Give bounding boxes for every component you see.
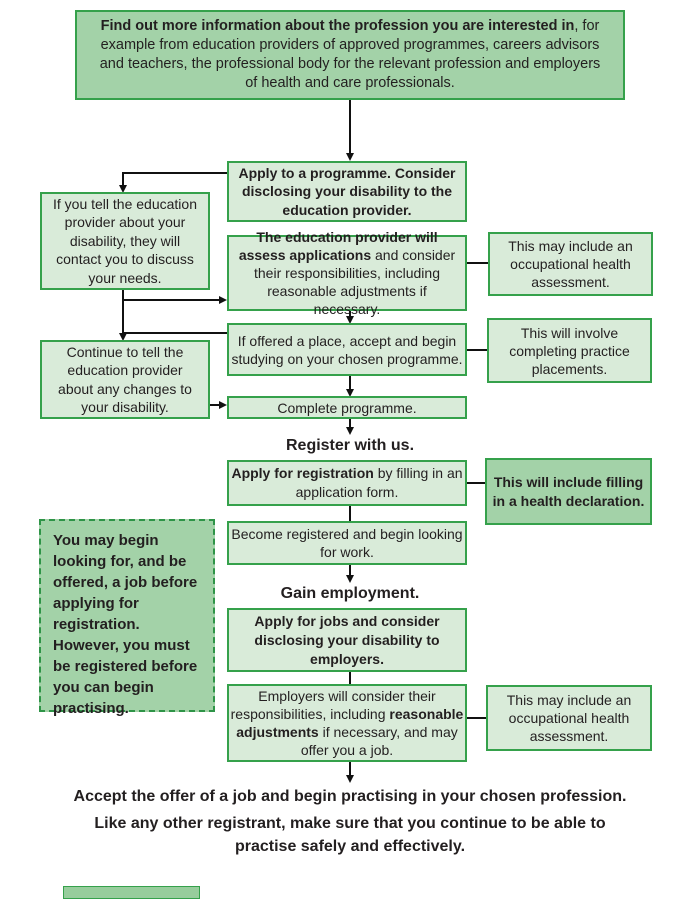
tell-provider-text: If you tell the education provider about…	[53, 195, 197, 286]
health-declaration-text: This will include filling in a health de…	[492, 473, 645, 509]
health-declaration-box: This will include filling in a health de…	[485, 458, 652, 525]
find-out-box: Find out more information about the prof…	[75, 10, 625, 100]
apply-registration-rest: by filling in an application form.	[295, 465, 463, 500]
connector-line	[122, 290, 124, 333]
connector-line	[467, 717, 486, 719]
continue-tell-text: Continue to tell the education provider …	[58, 343, 192, 416]
assess-rest: and consider their responsibilities, inc…	[254, 247, 456, 317]
occupational-assessment-box-2: This may include an occupational health …	[486, 685, 652, 751]
apply-jobs-text: Apply for jobs and consider disclosing y…	[254, 612, 440, 667]
connector-line	[349, 311, 351, 317]
occupational-assessment-text-1: This may include an occupational health …	[508, 238, 633, 290]
become-registered-text: Become registered and begin looking for …	[231, 526, 463, 560]
arrow-right-icon	[219, 296, 227, 304]
connector-line	[210, 404, 220, 406]
find-out-text: Find out more information about the prof…	[77, 17, 623, 93]
arrow-down-icon	[346, 575, 354, 583]
find-out-bold: Find out more information about the prof…	[100, 18, 575, 34]
register-with-us-label: Register with us.	[285, 437, 415, 454]
connector-line	[467, 482, 485, 484]
become-registered-box: Become registered and begin looking for …	[227, 521, 467, 565]
arrow-down-icon	[119, 185, 127, 193]
apply-registration-box: Apply for registration by filling in an …	[227, 460, 467, 506]
footer-accent-bar	[63, 886, 200, 899]
occupational-assessment-text-2: This may include an occupational health …	[506, 692, 632, 744]
assess-applications-text: The education provider will assess appli…	[229, 228, 465, 318]
occupational-assessment-box-1: This may include an occupational health …	[488, 232, 653, 296]
arrow-down-icon	[346, 427, 354, 435]
practice-placements-text: This will involve completing practice pl…	[509, 324, 630, 377]
connector-line	[467, 262, 488, 264]
apply-jobs-box: Apply for jobs and consider disclosing y…	[227, 608, 467, 672]
registration-note-box: You may begin looking for, and be offere…	[39, 519, 215, 717]
tell-provider-box: If you tell the education provider about…	[40, 192, 210, 290]
connector-line	[349, 419, 351, 428]
employers-post: if necessary, and may offer you a job.	[300, 724, 458, 758]
complete-programme-box: Complete programme.	[227, 396, 467, 419]
assess-bold: The education provider will assess appli…	[238, 229, 438, 263]
arrow-down-icon	[346, 775, 354, 783]
connector-line	[122, 299, 219, 301]
offered-place-text: If offered a place, accept and begin stu…	[231, 332, 463, 367]
connector-line	[349, 100, 351, 154]
connector-line	[349, 672, 351, 684]
employers-bold: reasonable adjustments	[236, 706, 464, 740]
apply-registration-text: Apply for registration by filling in an …	[229, 464, 465, 502]
gain-employment-label: Gain employment.	[280, 585, 420, 602]
apply-programme-box: Apply to a programme. Consider disclosin…	[227, 161, 467, 222]
continue-tell-box: Continue to tell the education provider …	[40, 340, 210, 419]
arrow-down-icon	[346, 316, 354, 324]
arrow-down-icon	[346, 389, 354, 397]
employers-pre: Employers will consider their responsibi…	[230, 688, 436, 722]
complete-programme-text: Complete programme.	[277, 399, 417, 416]
connector-line	[349, 565, 351, 576]
connector-line	[122, 332, 227, 334]
offered-place-box: If offered a place, accept and begin stu…	[227, 323, 467, 376]
connector-line	[349, 762, 351, 776]
connector-line	[122, 172, 227, 174]
accept-offer-label: Accept the offer of a job and begin prac…	[73, 788, 627, 805]
arrow-down-icon	[119, 333, 127, 341]
apply-registration-bold: Apply for registration	[231, 465, 374, 481]
connector-line	[122, 172, 124, 186]
practice-placements-box: This will involve completing practice pl…	[487, 318, 652, 383]
connector-line	[349, 376, 351, 390]
registrant-label: Like any other registrant, make sure tha…	[94, 815, 606, 855]
connector-line	[467, 349, 487, 351]
find-out-rest: , for example from education providers o…	[99, 18, 601, 91]
assess-applications-box: The education provider will assess appli…	[227, 229, 467, 317]
arrow-down-icon	[346, 153, 354, 161]
employers-consider-box: Employers will consider their responsibi…	[227, 684, 467, 762]
employers-consider-text: Employers will consider their responsibi…	[229, 687, 465, 759]
apply-programme-text: Apply to a programme. Consider disclosin…	[238, 164, 456, 218]
connector-line	[349, 506, 351, 521]
arrow-right-icon	[219, 401, 227, 409]
